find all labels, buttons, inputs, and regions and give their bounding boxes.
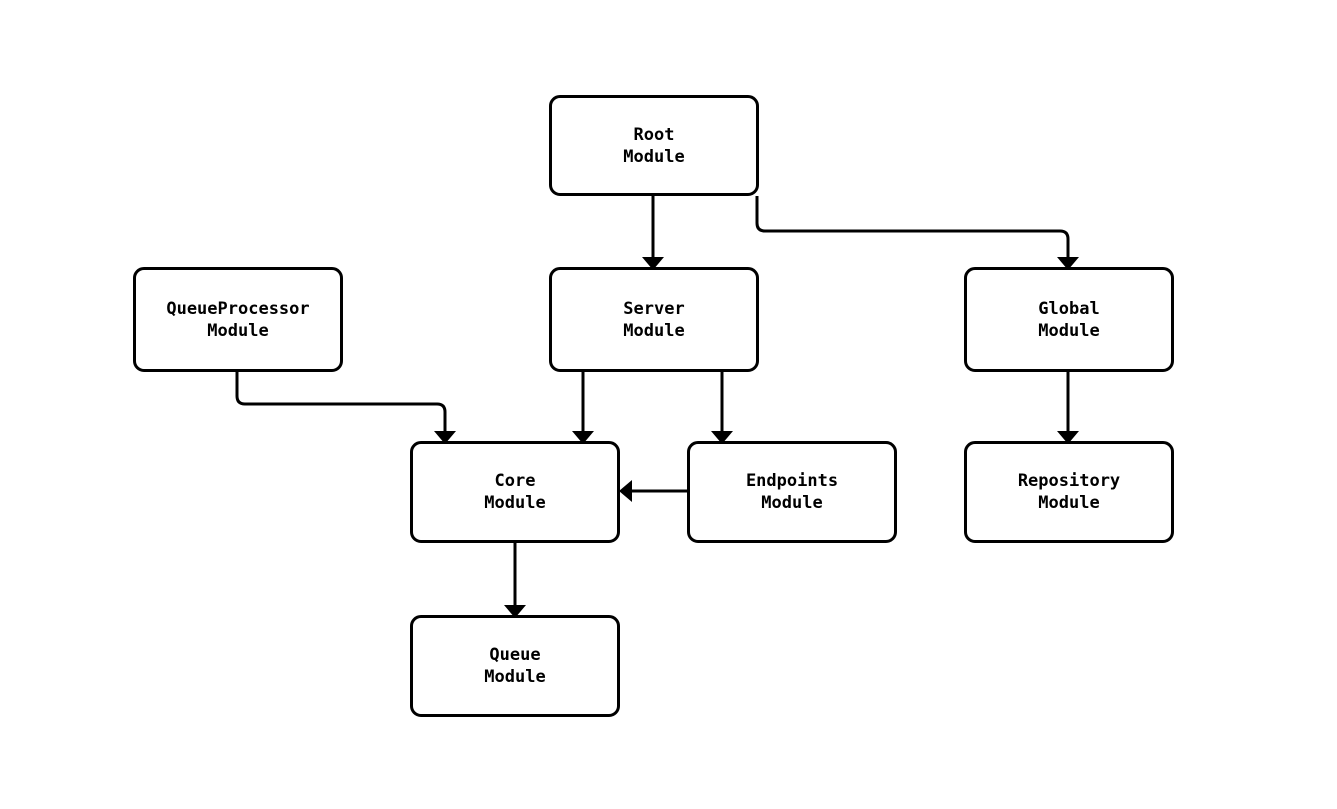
node-queue-module[interactable]: Queue Module [410, 615, 620, 717]
node-label: Endpoints Module [745, 471, 839, 513]
node-queueprocessor-module[interactable]: QueueProcessor Module [133, 267, 343, 372]
node-label: Server Module [623, 298, 685, 341]
node-root-module[interactable]: Root Module [549, 95, 759, 196]
edge-global-to-repository [1057, 372, 1079, 444]
node-label: Global Module [1038, 298, 1100, 341]
node-label: QueueProcessor Module [166, 298, 310, 341]
node-label: Root Module [623, 124, 685, 167]
node-core-module[interactable]: Core Module [410, 441, 620, 543]
node-label: Queue Module [484, 645, 546, 687]
edge-server-to-core [572, 372, 594, 444]
node-endpoints-module[interactable]: Endpoints Module [687, 441, 897, 543]
arrowhead-left [619, 480, 632, 502]
edge-core-to-queue [504, 543, 526, 618]
node-global-module[interactable]: Global Module [964, 267, 1174, 372]
edge-line [755, 196, 1070, 258]
node-repository-module[interactable]: Repository Module [964, 441, 1174, 543]
edge-root-to-global [755, 196, 1079, 270]
node-label: Repository Module [1017, 471, 1121, 513]
edge-root-to-server [642, 196, 664, 270]
edge-queueprocessor-to-core [235, 372, 456, 444]
edge-endpoints-to-core [619, 480, 687, 502]
edge-server-to-endpoints [711, 372, 733, 444]
node-label: Core Module [484, 471, 546, 513]
node-server-module[interactable]: Server Module [549, 267, 759, 372]
edge-line [235, 372, 447, 432]
